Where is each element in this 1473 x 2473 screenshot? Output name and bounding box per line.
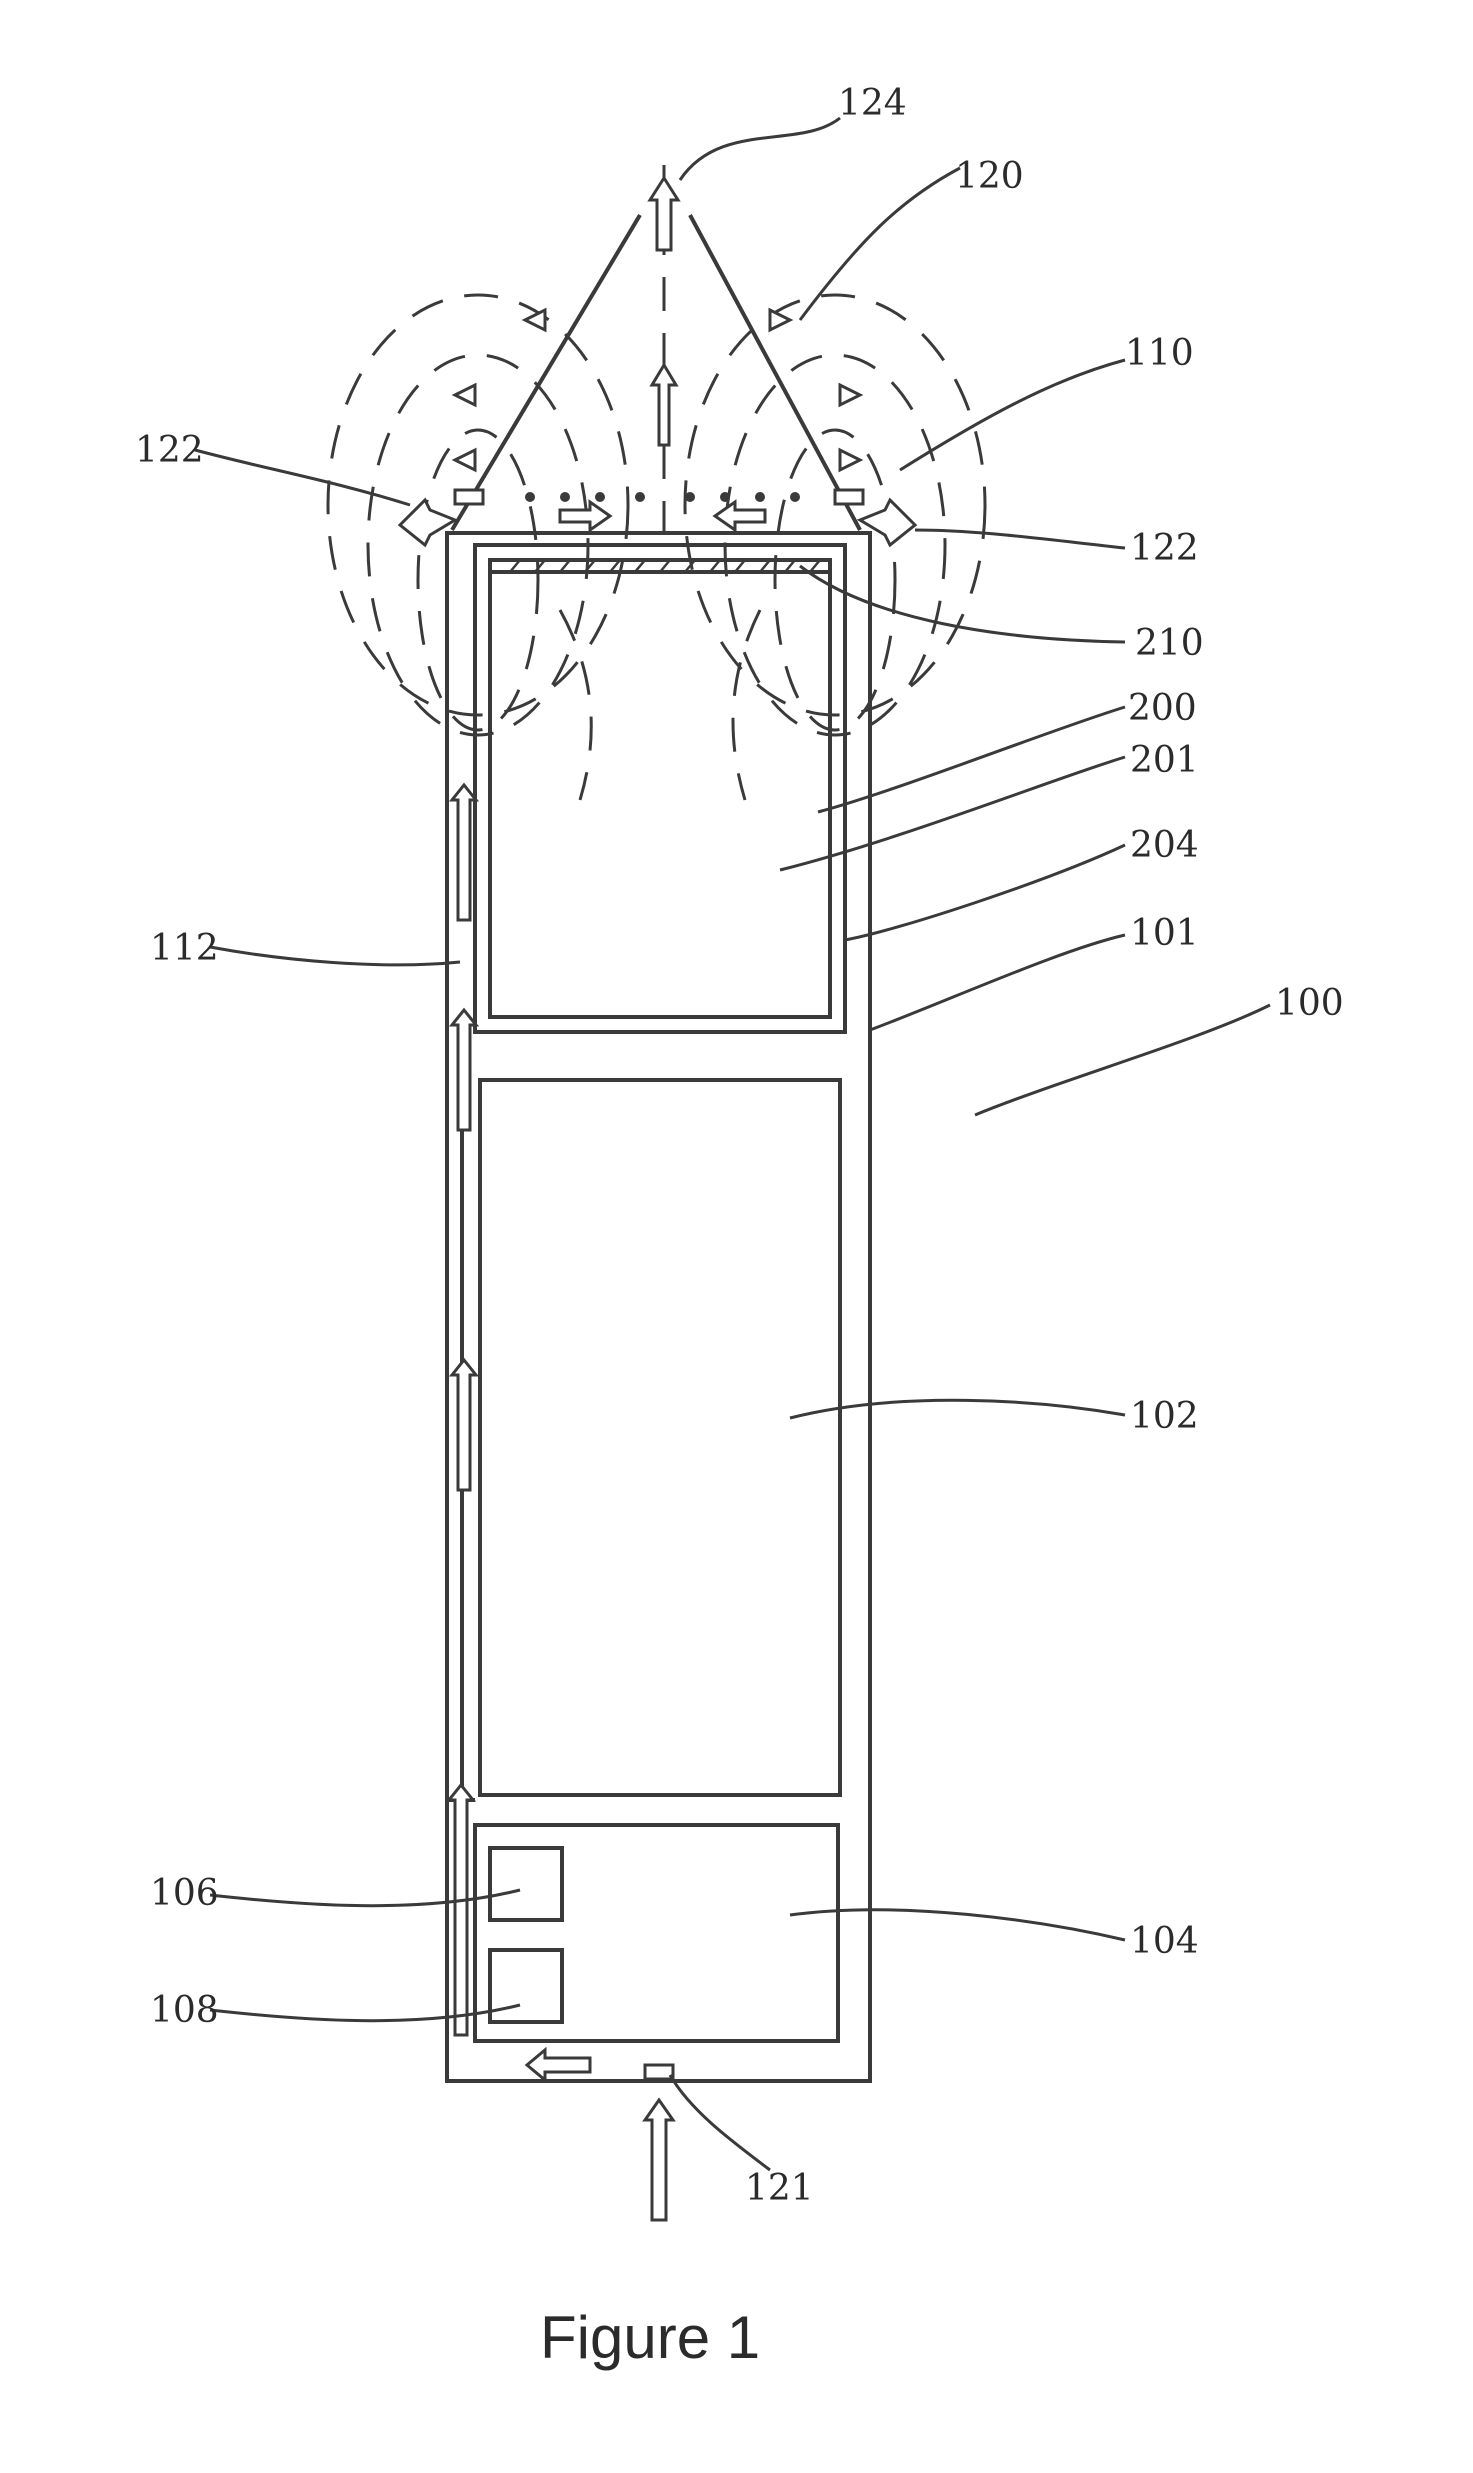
arrow-channel-3 — [452, 1360, 476, 1490]
arrow-left-inward — [715, 502, 765, 530]
arrow-field-2 — [455, 450, 475, 470]
figure-caption: Figure 1 — [540, 2304, 760, 2371]
arrow-channel-4 — [449, 1785, 473, 2035]
arrow-bottom-left — [527, 2050, 590, 2080]
arrow-field-4 — [840, 385, 860, 405]
arrow-field-5 — [840, 450, 860, 470]
label-124: 124 — [838, 83, 907, 124]
label-210: 210 — [1135, 623, 1204, 664]
label-101: 101 — [1130, 913, 1199, 954]
inlet-121 — [645, 2065, 673, 2079]
label-110: 110 — [1125, 333, 1194, 374]
label-122-left: 122 — [135, 430, 204, 471]
label-122-right: 122 — [1130, 528, 1199, 569]
label-204: 204 — [1130, 825, 1199, 866]
label-106: 106 — [150, 1873, 219, 1914]
label-121: 121 — [745, 2168, 814, 2209]
arrow-channel-2 — [452, 1010, 476, 1130]
label-100: 100 — [1275, 983, 1344, 1024]
label-200: 200 — [1128, 688, 1197, 729]
electrode-left — [455, 490, 483, 504]
arrow-axis-top — [650, 178, 678, 250]
field-lines — [328, 295, 985, 800]
arrow-field-1 — [455, 385, 475, 405]
arrow-axis-mid — [652, 365, 676, 445]
component-108 — [490, 1950, 562, 2022]
cone-reflector — [452, 215, 860, 530]
arrow-channel-1 — [452, 785, 476, 920]
upper-compartment-outer-wall — [475, 545, 845, 1032]
middle-compartment — [480, 1080, 840, 1795]
component-106 — [490, 1848, 562, 1920]
label-108: 108 — [150, 1990, 219, 2031]
label-201: 201 — [1130, 740, 1199, 781]
arrow-inlet-up — [645, 2100, 673, 2220]
label-112: 112 — [150, 928, 219, 969]
label-120: 120 — [955, 156, 1024, 197]
label-102: 102 — [1130, 1396, 1199, 1437]
lower-compartment — [475, 1825, 838, 2041]
electrode-right — [835, 490, 863, 504]
particle-dots — [525, 492, 800, 502]
label-104: 104 — [1130, 1921, 1199, 1962]
top-heater-strip — [490, 560, 830, 572]
arrow-field-3 — [525, 310, 545, 330]
arrow-field-6 — [770, 310, 790, 330]
leader-lines — [195, 118, 1270, 2170]
